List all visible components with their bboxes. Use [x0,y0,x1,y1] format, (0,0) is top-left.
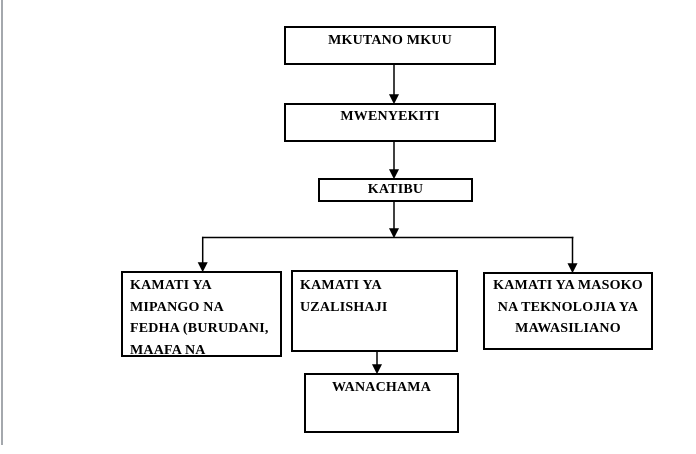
node-kamati-mipango-label-line: MAAFA NA [130,342,206,358]
arrowhead-wanachama [371,364,383,375]
arrowhead-katibu [388,169,400,180]
node-kamati-masoko-label-line: KAMATI YA MASOKO [493,278,643,293]
arrowhead-mipango [197,262,208,273]
node-mkutano-mkuu-label: MKUTANO MKUU [328,33,452,48]
node-kamati-mipango: KAMATI YA MIPANGO NA FEDHA (BURUDANI, MA… [121,271,282,358]
node-mkutano-mkuu: MKUTANO MKUU [284,26,496,65]
node-kamati-masoko-label-line: MAWASILIANO [515,321,621,336]
node-kamati-uzalishaji: KAMATI YA UZALISHAJI [291,270,458,352]
node-kamati-uzalishaji-label-line: KAMATI YA [300,278,382,293]
node-wanachama-label: WANACHAMA [331,380,431,395]
node-katibu-label: KATIBU [367,182,424,197]
arrowhead-mwenyekiti [388,94,400,105]
node-wanachama: WANACHAMA [304,373,459,433]
node-katibu: KATIBU [318,178,473,202]
node-kamati-masoko: KAMATI YA MASOKO NA TEKNOLOJIA YA MAWASI… [483,272,653,350]
node-kamati-uzalishaji-label-line: UZALISHAJI [300,299,388,315]
node-kamati-mipango-label-line: KAMATI YA [130,278,212,293]
node-kamati-masoko-label-line: NA TEKNOLOJIA YA [497,299,639,315]
node-kamati-mipango-label-line: FEDHA (BURUDANI, [130,321,269,336]
page-left-edge [1,0,3,445]
node-mwenyekiti: MWENYEKITI [284,103,496,142]
arrowhead-masoko [567,263,578,274]
node-kamati-mipango-label-line: MIPANGO NA [130,299,224,315]
node-mwenyekiti-label: MWENYEKITI [340,109,440,124]
arrowhead-junction [388,228,400,239]
